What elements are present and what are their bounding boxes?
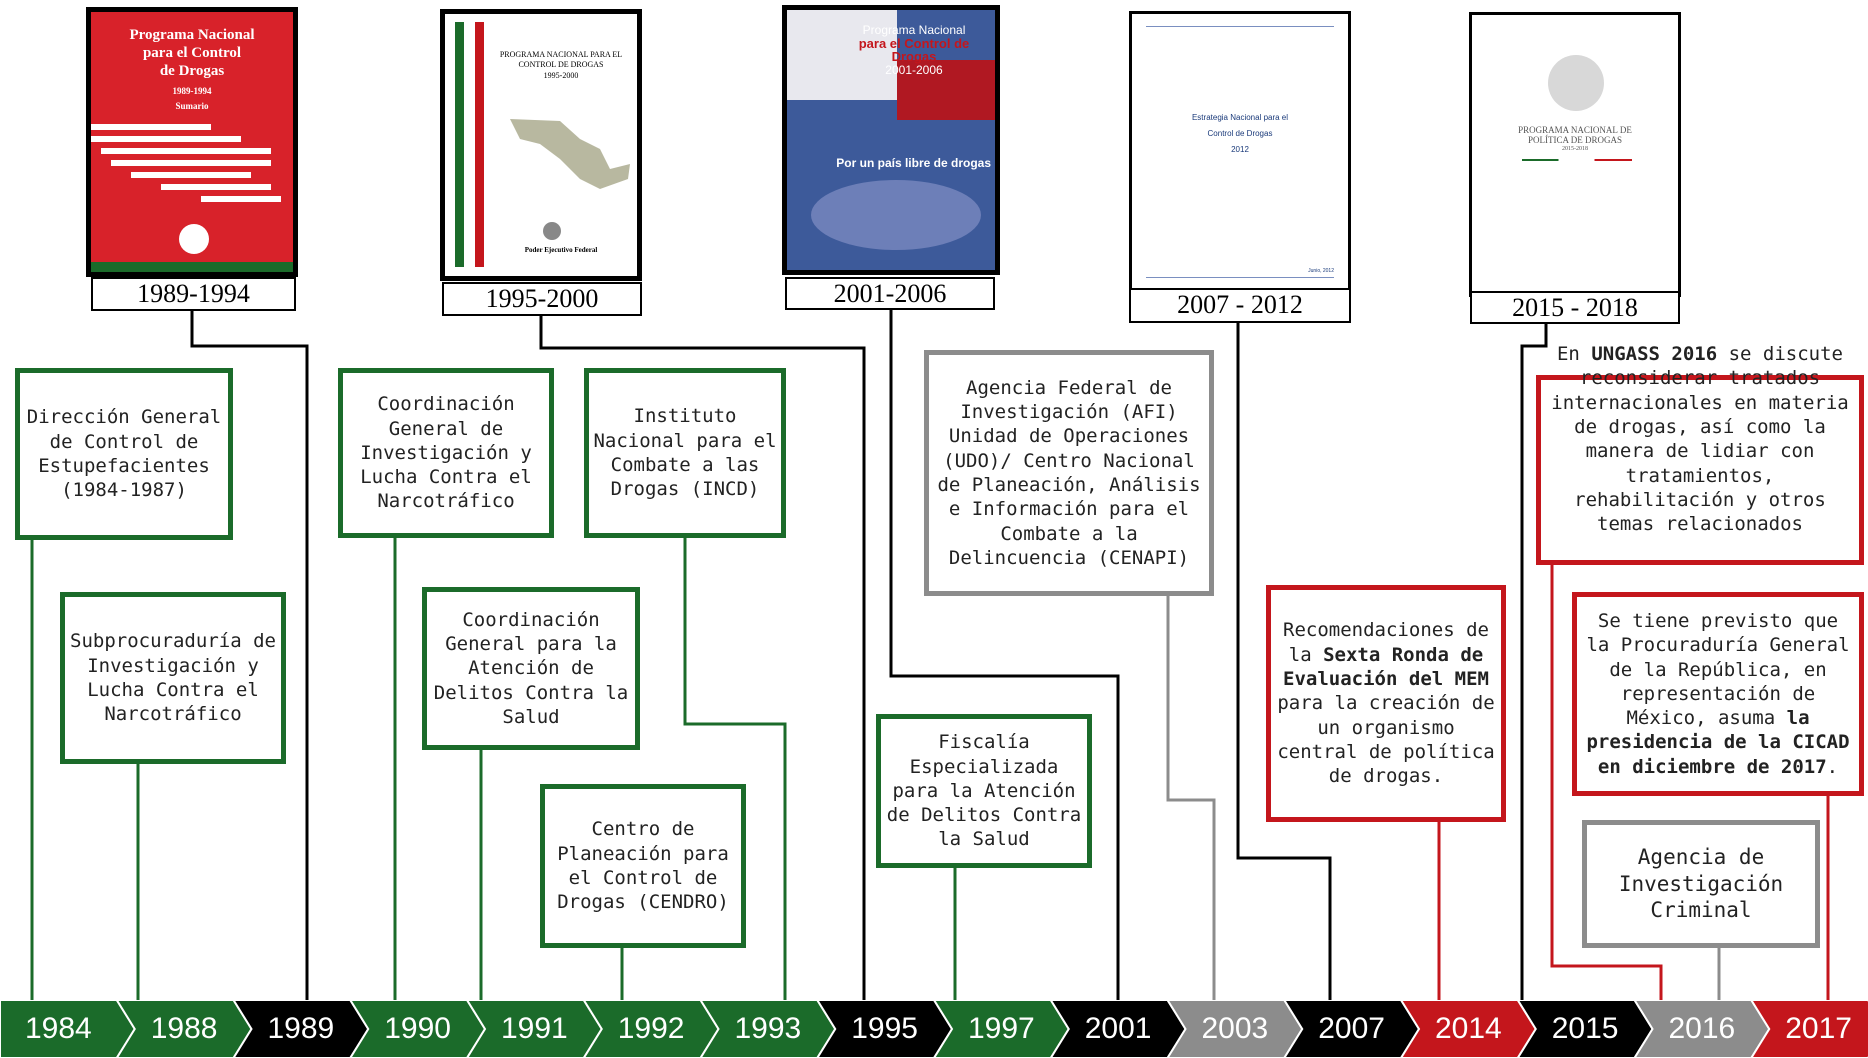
year-chevron-2003 — [1166, 1000, 1304, 1058]
cover-bottom-band — [91, 262, 293, 272]
year-chevron-1989 — [232, 1000, 370, 1058]
year-chevron-2015 — [1516, 1000, 1654, 1058]
cover-1995-2000: PROGRAMA NACIONAL PARA EL CONTROL DE DRO… — [440, 9, 642, 281]
period-label-2015-2018: 2015 - 2018 — [1470, 291, 1680, 324]
flag-rule — [1522, 159, 1632, 161]
cover-subtitle: Sumario — [175, 100, 209, 111]
text-bold: la presidencia de la CICAD en diciembre … — [1586, 707, 1850, 778]
cover-years: 1995-2000 — [543, 70, 579, 80]
cover-title-line: POLÍTICA DE DROGAS — [1527, 135, 1622, 146]
year-chevron-2001 — [1049, 1000, 1187, 1058]
map-island — [811, 180, 981, 250]
year-label-1989: 1989 — [267, 1012, 335, 1045]
box-presidencia-cicad: Se tiene previsto que la Procuraduría Ge… — [1572, 592, 1864, 796]
box-instituto-combate-drogas: Instituto Nacional para el Combate a las… — [584, 368, 786, 538]
flag-white — [787, 10, 897, 100]
cover-years: 2015-2018 — [1562, 145, 1588, 152]
year-label-2003: 2003 — [1201, 1012, 1269, 1045]
year-chevron-2007 — [1283, 1000, 1421, 1058]
flag-red — [897, 60, 995, 120]
cover-title-line: Programa Nacional — [129, 27, 255, 43]
year-label-2017: 2017 — [1785, 1012, 1852, 1045]
box-cendro: Centro de Planeación para el Control de … — [540, 784, 746, 948]
cover-years: 2001-2006 — [885, 62, 943, 77]
seal-icon — [179, 224, 209, 254]
cover-2001-2006: Programa Nacional para el Control de Dro… — [782, 5, 1000, 275]
text-post: para la creación de un organismo central… — [1277, 692, 1495, 788]
cover-title-line: PROGRAMA NACIONAL DE — [1518, 125, 1632, 135]
cover-2015-2018: PROGRAMA NACIONAL DE POLÍTICA DE DROGAS … — [1469, 12, 1681, 297]
year-label-2015: 2015 — [1551, 1012, 1619, 1045]
text-post: . — [1826, 755, 1839, 778]
cover-title-line: para el Control de Drogas — [858, 35, 970, 65]
box-coordinacion-investigacion-narcotrafico: Coordinación General de Investigación y … — [338, 368, 554, 538]
box-agencia-investigacion-criminal: Agencia de Investigación Criminal — [1582, 820, 1820, 948]
cover-1989-1994: Programa Nacional para el Control de Dro… — [86, 7, 298, 277]
year-chevron-2017 — [1750, 1000, 1868, 1058]
mexico-map-icon — [510, 119, 630, 189]
cover-title-line: Control de Drogas — [1207, 129, 1273, 138]
year-label-1997: 1997 — [968, 1012, 1035, 1045]
cover-2007-2012: Estrategia Nacional para el Control de D… — [1129, 11, 1351, 291]
cover-years: 2012 — [1231, 145, 1249, 154]
cover-title-line: Programa Nacional — [862, 23, 966, 37]
year-chevron-2016 — [1633, 1000, 1771, 1058]
text-bold: UNGASS 2016 — [1591, 343, 1718, 365]
cover-title-line: de Drogas — [159, 63, 225, 79]
box-recomendaciones-mem: Recomendaciones de la Sexta Ronda de Eva… — [1266, 585, 1506, 822]
box-afi-udo-cenapi: Agencia Federal de Investigación (AFI) U… — [924, 350, 1214, 596]
cover-title-line: para el Control — [142, 45, 242, 61]
flag-stripe-green — [455, 22, 464, 267]
year-label-2001: 2001 — [1084, 1012, 1152, 1045]
year-chevron-1997 — [932, 1000, 1070, 1058]
text-pre: Recomendaciones de la — [1283, 619, 1489, 666]
mexico-map-stripes — [91, 124, 281, 202]
text-bold: Sexta Ronda de Evaluación del MEM — [1283, 643, 1489, 691]
cover-bottom-rule — [1146, 277, 1334, 278]
text-pre: En — [1556, 343, 1592, 365]
cover-footer: Junio, 2012 — [1308, 268, 1334, 274]
year-label-1995: 1995 — [851, 1012, 918, 1045]
cover-footer: Poder Ejecutivo Federal — [524, 246, 598, 254]
box-subprocuraduria-narcotrafico: Subprocuraduría de Investigación y Lucha… — [60, 592, 286, 764]
year-label-2007: 2007 — [1318, 1012, 1385, 1045]
year-label-2016: 2016 — [1668, 1012, 1736, 1045]
year-chevron-1991 — [465, 1000, 603, 1058]
box-direccion-general-estupefacientes: Dirección General de Control de Estupefa… — [15, 368, 233, 540]
year-chevron-1990 — [349, 1000, 487, 1058]
year-label-1991: 1991 — [501, 1012, 568, 1045]
flag-stripe-red — [475, 22, 484, 267]
period-label-2001-2006: 2001-2006 — [785, 277, 995, 310]
text-pre: Se tiene previsto que la Procuraduría Ge… — [1586, 609, 1850, 730]
box-fiscalia-delitos-salud: Fiscalía Especializada para la Atención … — [876, 714, 1092, 868]
year-chevron-1993 — [699, 1000, 837, 1058]
year-chevron-1992 — [582, 1000, 720, 1058]
period-label-1989-1994: 1989-1994 — [91, 277, 296, 311]
box-coordinacion-delitos-salud: Coordinación General para la Atención de… — [422, 587, 640, 750]
year-chevron-1988 — [115, 1000, 253, 1058]
year-label-1993: 1993 — [734, 1012, 802, 1045]
seal-icon — [1548, 55, 1604, 111]
cover-title-line: CONTROL DE DROGAS — [518, 60, 604, 70]
cover-rule — [1146, 26, 1334, 27]
cover-years: 1989-1994 — [172, 86, 212, 96]
year-chevron-1995 — [816, 1000, 954, 1058]
year-label-1984: 1984 — [25, 1012, 92, 1045]
period-label-1995-2000: 1995-2000 — [442, 282, 642, 316]
seal-icon — [543, 222, 561, 240]
year-chevron-2014 — [1399, 1000, 1537, 1058]
text-post: se discute reconsiderar tratados interna… — [1551, 343, 1849, 536]
cover-slogan: Por un país libre de drogas — [836, 156, 991, 170]
year-label-1990: 1990 — [384, 1012, 451, 1045]
period-label-2007-2012: 2007 - 2012 — [1129, 288, 1351, 323]
year-axis — [0, 1000, 1868, 1058]
cover-title-line: Estrategia Nacional para el — [1191, 113, 1289, 122]
box-ungass-2016: En UNGASS 2016 se discute reconsiderar t… — [1536, 343, 1864, 565]
year-label-1988: 1988 — [150, 1012, 218, 1045]
cover-title-line: PROGRAMA NACIONAL PARA EL — [499, 50, 623, 59]
year-label-1992: 1992 — [617, 1012, 685, 1045]
year-label-2014: 2014 — [1435, 1012, 1502, 1045]
